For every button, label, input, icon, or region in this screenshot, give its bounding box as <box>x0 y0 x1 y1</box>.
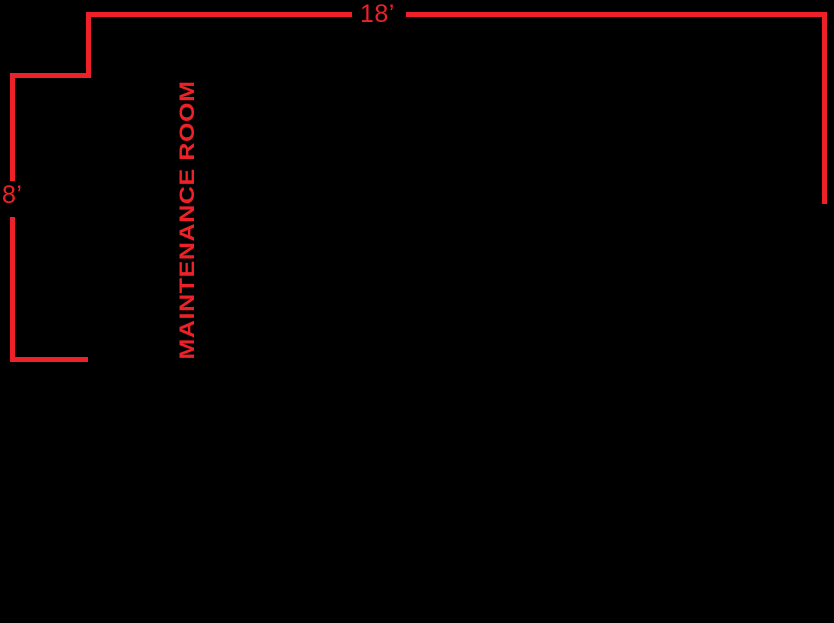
left-dimension-upper-line <box>10 73 15 181</box>
left-dimension-lower-line <box>10 217 15 362</box>
left-dimension-bottom-tick-line <box>10 357 88 362</box>
dimension-label-top: 18’ <box>360 0 395 28</box>
inset-step-horizontal-line <box>10 73 88 78</box>
top-wall-segment-left-line <box>86 12 352 17</box>
right-wall-line <box>822 12 827 204</box>
top-wall-segment-right-line <box>406 12 827 17</box>
dimension-label-left: 8’ <box>2 181 23 209</box>
inset-step-vertical-line <box>86 12 91 78</box>
room-name-label: MAINTENANCE ROOM <box>175 80 200 360</box>
